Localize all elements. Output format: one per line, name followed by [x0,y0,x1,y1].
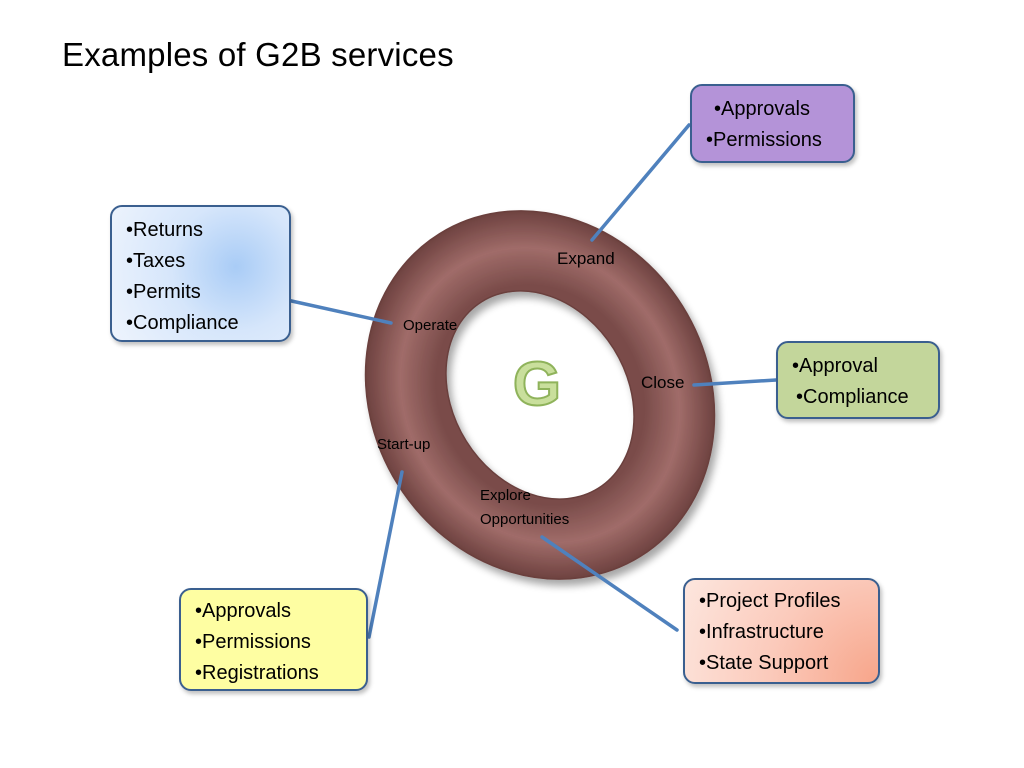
list-item: Compliance [126,308,277,339]
connector-explore [540,535,679,632]
center-g-letter: G [512,349,562,420]
connector-close [692,378,778,387]
ring-label-startup: Start-up [377,436,431,453]
connector-operate [285,298,393,325]
ring-label-close: Close [641,373,685,392]
list-item: Permissions [195,627,354,658]
list-item: Permissions [706,125,841,156]
list-item: Approval [792,351,926,382]
ring-shape [364,210,716,580]
page-title: Examples of G2B services [62,36,454,73]
list-item: Taxes [126,246,277,277]
ring-label-expand: Expand [557,249,615,268]
operate-services-box: Returns Taxes Permits Compliance [110,205,291,342]
close-services-box: Approval Compliance [776,341,940,419]
list-item: Permits [126,277,277,308]
lifecycle-ring [364,210,716,580]
ring-label-explore: Explore Opportunities [480,487,570,528]
list-item: Registrations [195,658,354,689]
list-item: Returns [126,215,277,246]
expand-services-box: Approvals Permissions [690,84,855,163]
ring-label-operate: Operate [403,317,458,334]
connector-expand [590,123,691,242]
list-item: Project Profiles [699,586,866,617]
connectors [285,123,778,639]
startup-services-box: Approvals Permissions Registrations [179,588,368,691]
explore-services-box: Project Profiles Infrastructure State Su… [683,578,880,684]
list-item: Compliance [792,382,926,413]
connector-startup [367,470,404,639]
list-item: Infrastructure [699,617,866,648]
list-item: Approvals [706,94,841,125]
list-item: State Support [699,648,866,679]
list-item: Approvals [195,596,354,627]
